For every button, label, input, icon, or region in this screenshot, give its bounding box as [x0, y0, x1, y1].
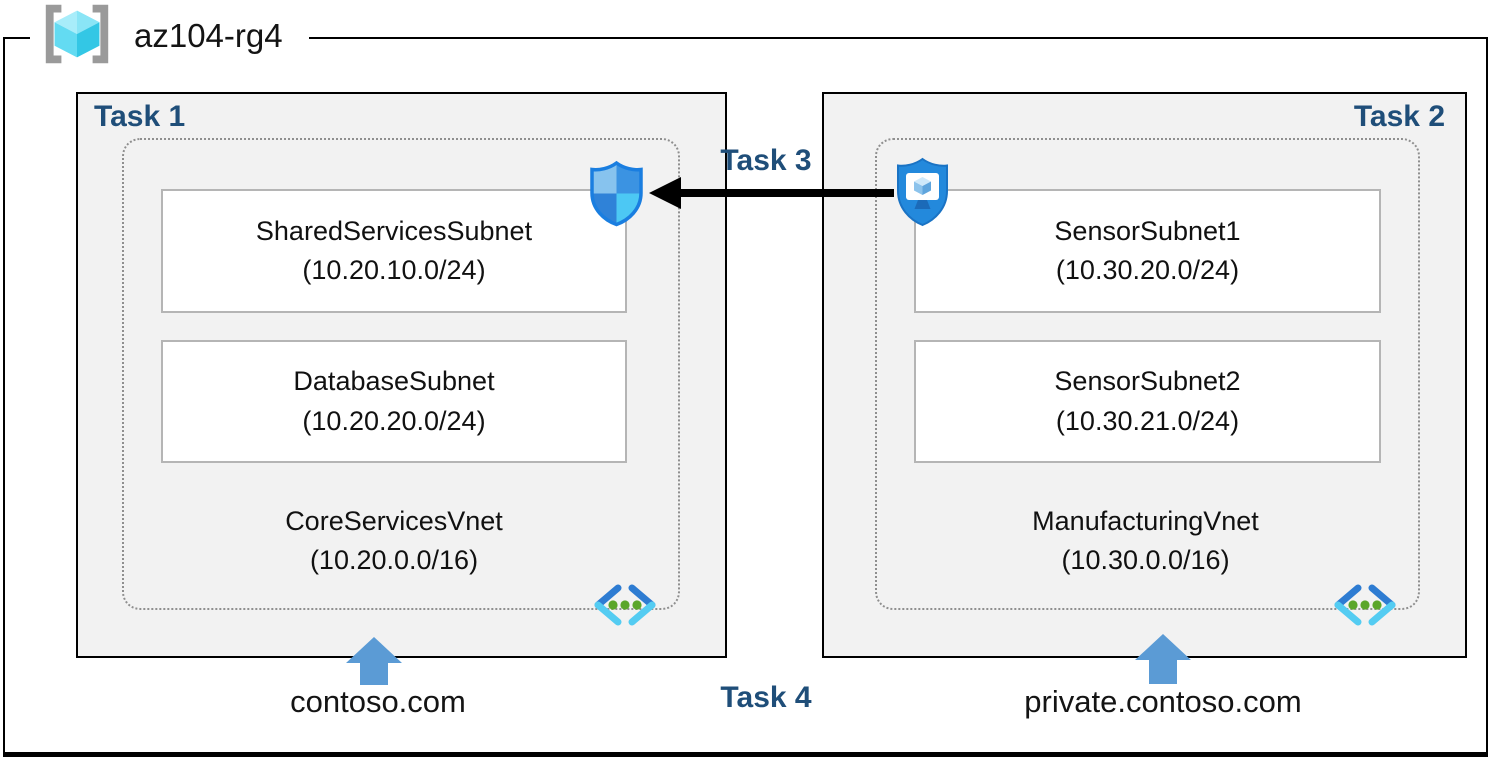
task2-label: Task 2	[1353, 100, 1445, 133]
manufacturing-vnet-caption: ManufacturingVnet (10.30.0.0/16)	[914, 502, 1377, 580]
database-subnet: DatabaseSubnet (10.20.20.0/24)	[161, 340, 627, 463]
vnet-name: ManufacturingVnet	[1032, 506, 1259, 536]
resource-group-header: az104-rg4	[30, 0, 309, 72]
dns-zone-private-contoso: private.contoso.com	[1024, 684, 1302, 719]
dns-zone-contoso: contoso.com	[290, 684, 466, 719]
subnet-cidr: (10.20.10.0/24)	[302, 255, 486, 285]
task4-label: Task 4	[720, 681, 812, 714]
task1-label: Task 1	[94, 100, 186, 133]
subnet-name: SensorSubnet1	[1054, 215, 1241, 246]
core-services-vnet-caption: CoreServicesVnet (10.20.0.0/16)	[161, 502, 627, 580]
resource-group-name: az104-rg4	[134, 17, 283, 54]
subnet-name: DatabaseSubnet	[293, 366, 495, 397]
core-services-vnet-boundary	[122, 138, 680, 610]
shared-services-subnet: SharedServicesSubnet (10.20.10.0/24)	[161, 189, 627, 313]
vnet-cidr: (10.30.0.0/16)	[1061, 545, 1230, 576]
resource-group-frame	[3, 37, 1488, 757]
bastion-shield-icon	[894, 156, 951, 228]
sensor-subnet1: SensorSubnet1 (10.30.20.0/24)	[914, 189, 1381, 313]
vnet-cidr: (10.20.0.0/16)	[309, 545, 479, 576]
subnet-cidr: (10.30.20.0/24)	[1055, 255, 1240, 285]
subnet-cidr: (10.20.20.0/24)	[302, 405, 486, 436]
subnet-cidr: (10.30.21.0/24)	[1055, 405, 1240, 436]
subnet-name: SensorSubnet2	[1054, 366, 1241, 397]
virtual-network-icon	[592, 584, 658, 626]
network-security-group-icon	[588, 160, 645, 227]
manufacturing-vnet-boundary	[875, 138, 1420, 610]
vnet-name: CoreServicesVnet	[285, 506, 503, 536]
task3-label: Task 3	[720, 144, 812, 177]
resource-group-icon	[38, 2, 116, 71]
sensor-subnet2: SensorSubnet2 (10.30.21.0/24)	[914, 340, 1381, 463]
subnet-name: SharedServicesSubnet	[255, 215, 533, 246]
virtual-network-icon	[1332, 584, 1398, 626]
